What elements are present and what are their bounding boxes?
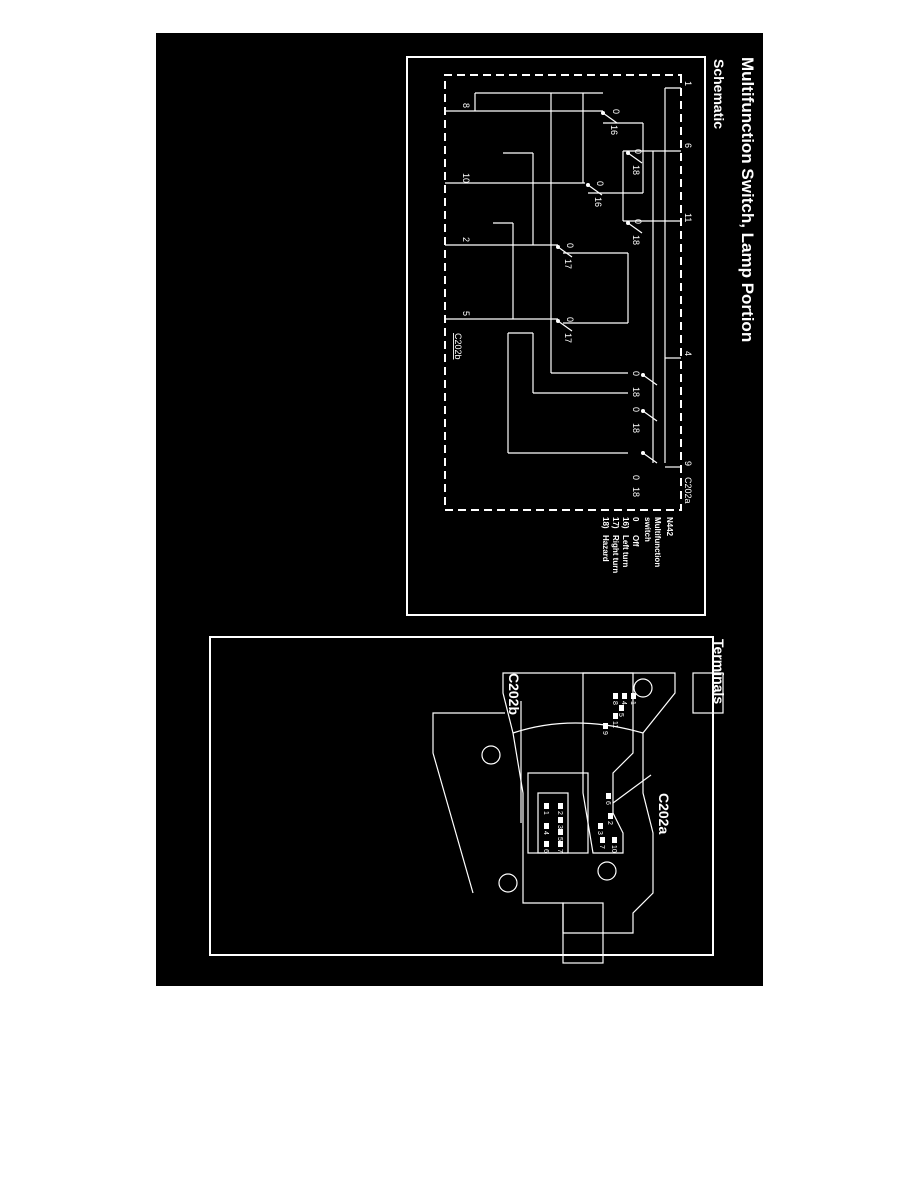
c202b-callout: C202b — [506, 673, 522, 715]
housing-outline — [502, 672, 676, 934]
diagram-panel: Multifunction Switch, Lamp Portion Schem… — [156, 33, 763, 986]
legend-text-0: Off — [631, 535, 640, 547]
c202a-pins: 1 4 8 5 11 9 6 2 3 10 7 — [596, 693, 636, 853]
switch-9-off: 0 — [631, 475, 641, 480]
c202b-inner — [537, 792, 569, 854]
c202b-pin-4: 4 — [542, 831, 549, 835]
schematic-frame — [406, 56, 706, 616]
screw-1 — [633, 678, 653, 698]
top-pin-labels: 1 6 11 4 9 — [683, 81, 693, 466]
switch-2: 0 16 — [586, 181, 605, 207]
legend-code-17: 17) — [611, 517, 620, 529]
pin-4-label: 4 — [683, 351, 693, 356]
c202a-plate — [582, 672, 634, 854]
legend-code-16: 16) — [621, 517, 630, 529]
switch-3-on: 17 — [563, 259, 573, 269]
pin-2-label: 2 — [461, 237, 471, 242]
rotated-page: Multifunction Switch, Lamp Portion Schem… — [156, 33, 763, 986]
switch-3-off: 0 — [565, 243, 575, 248]
pin-9-label: 9 — [683, 461, 693, 466]
legend-text-17: Right turn — [611, 535, 620, 573]
legend-code-18: 18) — [601, 517, 610, 529]
switch-5-on: 18 — [631, 165, 641, 175]
connector-c202b-label: C202b — [453, 333, 463, 360]
c202b-pin-6: 6 — [542, 849, 549, 853]
stalk-shaft — [562, 902, 604, 964]
pin-8-label: 8 — [461, 103, 471, 108]
bracket — [432, 712, 505, 894]
c202a-pin-1: 1 — [629, 701, 636, 705]
housing-curve — [512, 722, 644, 734]
c202a-pin-9: 9 — [601, 731, 608, 735]
bottom-pin-labels: 8 10 2 5 — [461, 103, 471, 316]
c202a-pin-6: 6 — [604, 801, 611, 805]
screw-2 — [597, 861, 617, 881]
legend-id: N442 — [665, 517, 674, 537]
switch-6-on: 18 — [631, 235, 641, 245]
pin-1-label: 1 — [683, 81, 693, 86]
switch-8: 0 18 — [631, 407, 658, 433]
c202b-pin-7: 7 — [556, 849, 563, 853]
c202b-pin-3: 3 — [556, 825, 563, 829]
switch-housing-drawing — [432, 672, 724, 964]
switch-dashed-enclosure — [444, 74, 682, 511]
c202a-pin-4: 4 — [620, 701, 627, 705]
legend-code-0: 0 — [631, 517, 640, 522]
pin-6-label: 6 — [683, 143, 693, 148]
c202b-pin-5: 5 — [556, 837, 563, 841]
c202a-leader — [612, 774, 652, 804]
legend-text-16: Left turn — [621, 535, 630, 568]
c202a-callout: C202a — [656, 793, 672, 834]
switch-9-on: 18 — [631, 487, 641, 497]
switch-4: 0 17 — [556, 317, 575, 343]
pin-5-label: 5 — [461, 311, 471, 316]
c202a-pin-11: 11 — [611, 721, 618, 728]
screw-4 — [481, 745, 501, 765]
switch-7-off: 0 — [631, 371, 641, 376]
switch-8-on: 18 — [631, 423, 641, 433]
switch-7-on: 18 — [631, 387, 641, 397]
pin-10-label: 10 — [461, 173, 471, 183]
pin-11-label: 11 — [683, 213, 693, 222]
c202a-pin-2: 2 — [606, 821, 613, 825]
c202a-pin-10: 10 — [610, 845, 617, 853]
switch-7: 0 18 — [631, 371, 658, 397]
switch-9: 0 18 — [631, 451, 658, 497]
switch-4-on: 17 — [563, 333, 573, 343]
schematic-wiring — [445, 87, 681, 468]
c202a-pin-7: 7 — [598, 845, 605, 849]
c202b-pin-2: 2 — [556, 811, 563, 815]
legend-name-1: Multifunction — [653, 517, 662, 567]
switch-1-on: 16 — [609, 125, 619, 135]
screw-3 — [498, 873, 518, 893]
c202b-pins: 2 3 5 7 1 4 6 — [542, 803, 563, 853]
connector-c202a-label: C202a — [683, 477, 693, 504]
switch-4-off: 0 — [565, 317, 575, 322]
switch-5: 0 18 — [626, 149, 643, 175]
c202a-pin-3: 3 — [596, 831, 603, 835]
switch-8-off: 0 — [631, 407, 641, 412]
switch-2-on: 16 — [593, 197, 603, 207]
terminals-frame — [209, 636, 714, 956]
legend: N442 Multifunction switch 0 Off 16) Left… — [601, 517, 674, 573]
switch-6-off: 0 — [633, 219, 643, 224]
legend-name-2: switch — [643, 517, 652, 542]
c202b-pin-1: 1 — [542, 811, 549, 815]
c202a-pin-8: 8 — [611, 701, 618, 705]
c202a-pin-5: 5 — [617, 713, 624, 717]
switch-1: 0 16 — [601, 109, 621, 135]
switch-3: 0 17 — [556, 243, 575, 269]
legend-text-18: Hazard — [601, 535, 610, 562]
switch-5-off: 0 — [633, 149, 643, 154]
top-tab — [692, 672, 724, 714]
diagram-svg: 1 6 11 4 9 C202a 8 10 2 5 C202b — [209, 56, 724, 964]
switch-2-off: 0 — [595, 181, 605, 186]
switch-6: 0 18 — [626, 219, 643, 245]
switch-contacts: 0 16 0 16 0 17 0 17 — [556, 109, 658, 497]
switch-1-off: 0 — [611, 109, 621, 114]
